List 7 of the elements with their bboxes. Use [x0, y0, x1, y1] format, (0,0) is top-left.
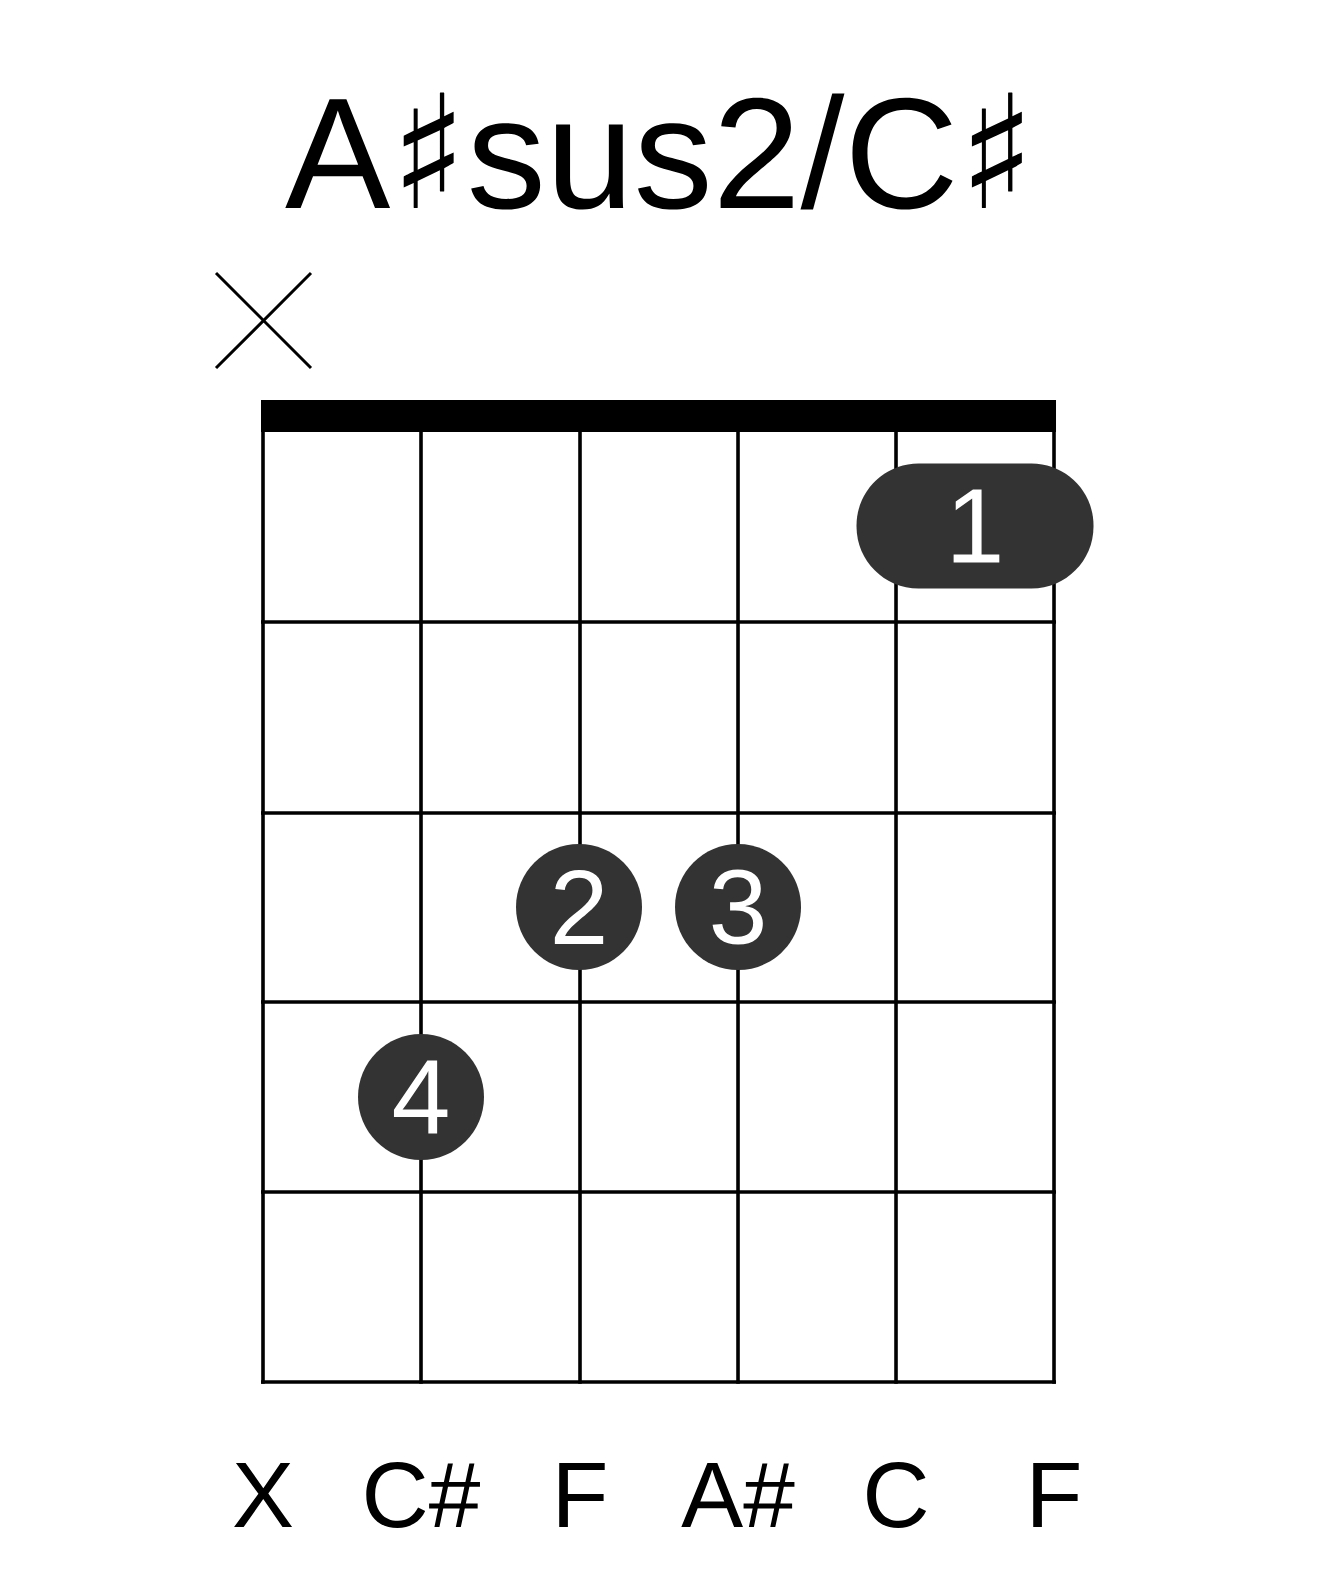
note-label: X	[234, 1463, 293, 1527]
note-label: A#	[681, 1463, 795, 1527]
note-label: C	[867, 1462, 927, 1528]
chord-title: A♯sus2/C♯	[285, 92, 1022, 210]
note-label: C#	[366, 1462, 480, 1528]
note-label: F	[559, 1463, 605, 1527]
note-label: F	[1033, 1463, 1079, 1527]
